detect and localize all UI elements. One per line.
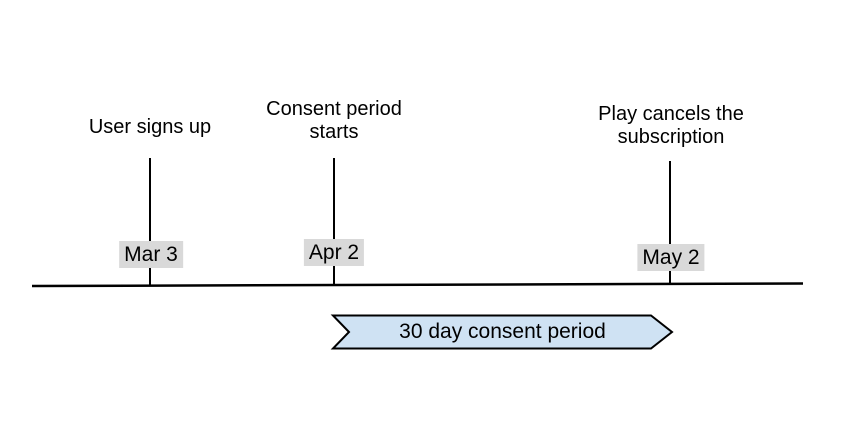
consent-period-banner-label: 30 day consent period [399, 320, 606, 343]
date-label-may-2: May 2 [637, 244, 705, 271]
date-label-mar-3: Mar 3 [119, 241, 183, 268]
consent-period-banner-shape [330, 314, 674, 350]
timeline-axis [31, 282, 804, 288]
event-caption-line: Play cancels the [598, 103, 744, 125]
event-marker-line-cancel [669, 161, 671, 284]
event-caption-line: starts [309, 121, 359, 143]
event-marker-line-consent-start [333, 158, 335, 285]
event-caption-consent-start: Consent period starts [266, 98, 402, 144]
event-marker-line-signup [149, 158, 151, 286]
event-caption-cancel: Play cancels the subscription [598, 103, 744, 149]
event-caption-line: subscription [617, 126, 725, 148]
event-caption-signup: User signs up [89, 116, 211, 139]
date-label-apr-2: Apr 2 [303, 239, 365, 266]
event-caption-line: Consent period [266, 98, 402, 120]
event-caption-line: User signs up [88, 116, 212, 138]
